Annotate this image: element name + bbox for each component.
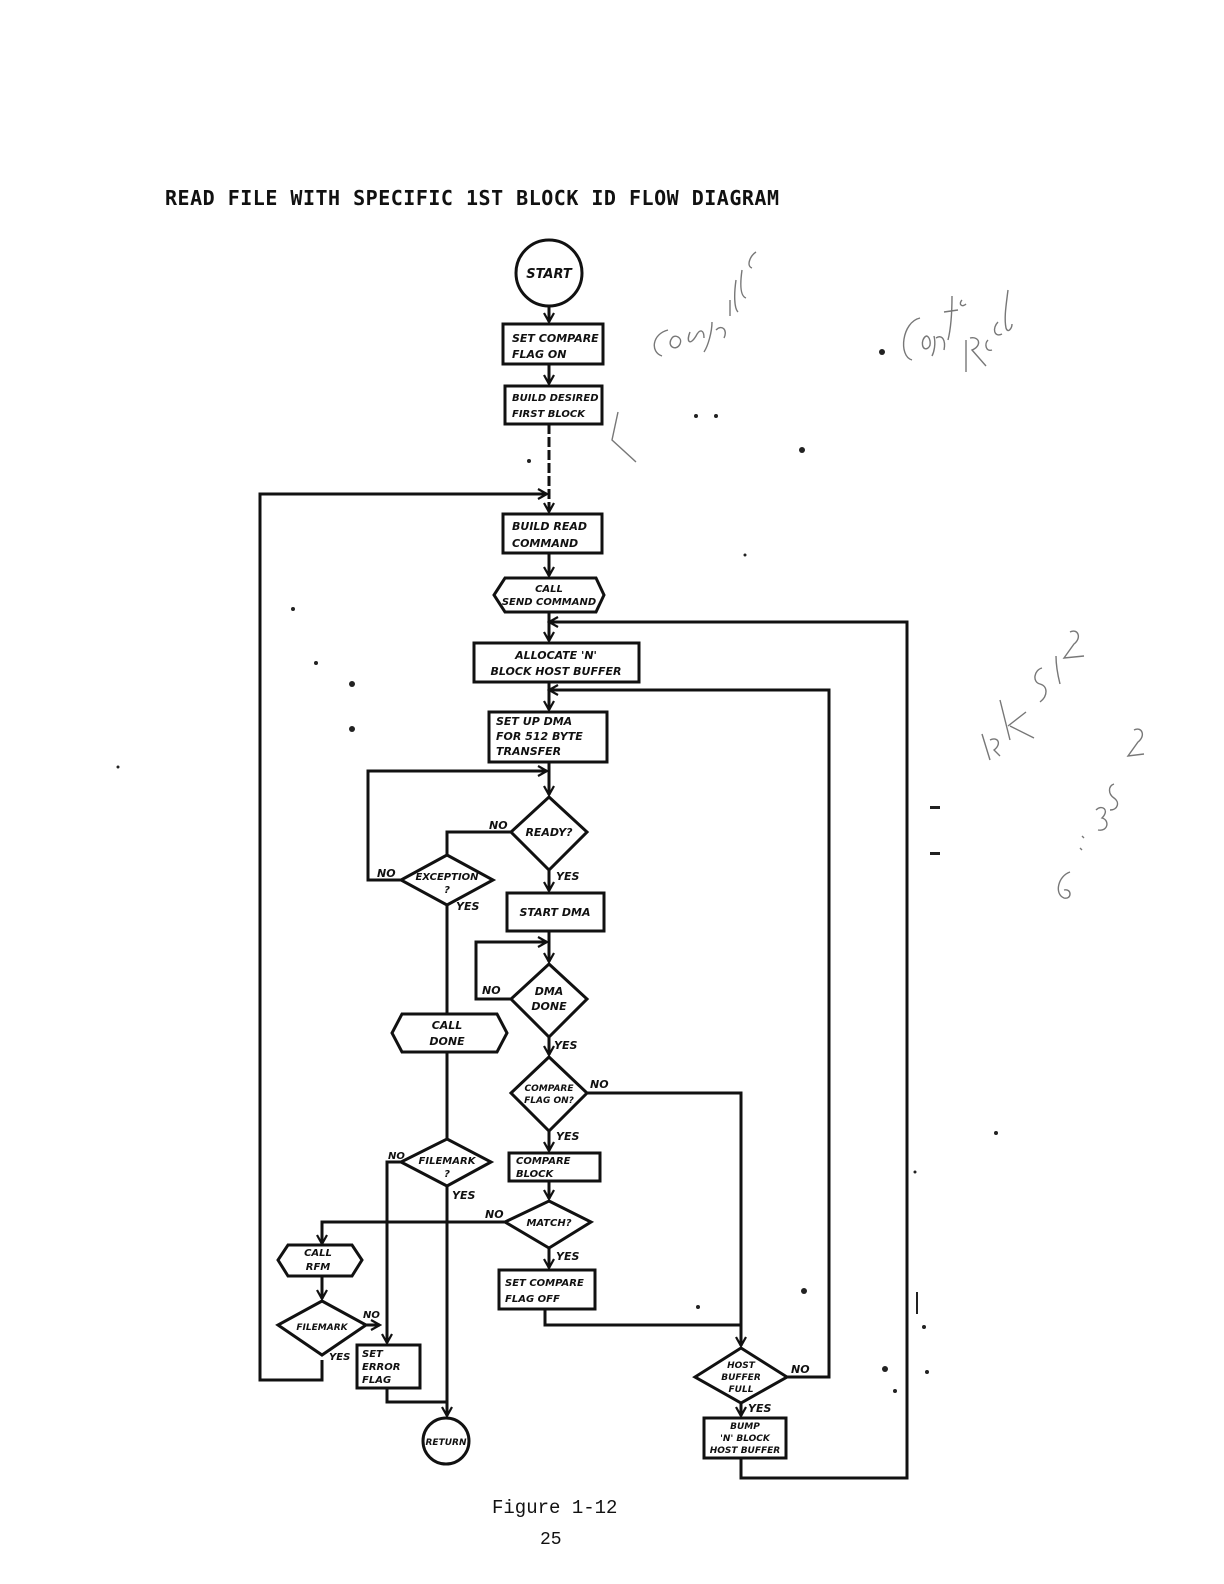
label-no: NO xyxy=(482,984,501,997)
node-return: RETURN xyxy=(421,1416,471,1466)
handwritten-note-blk-512 xyxy=(981,630,1085,761)
node-label-line: FIRST BLOCK xyxy=(512,409,586,420)
connectors xyxy=(258,306,909,1480)
node-label-line: CALL xyxy=(535,584,563,595)
node-start-dma-label: START DMA xyxy=(520,906,591,919)
node-ready-label: READY? xyxy=(525,826,573,839)
node-start: START xyxy=(514,238,584,308)
node-label-line: ? xyxy=(444,1169,450,1180)
node-compare-block: COMPARE BLOCK xyxy=(507,1151,602,1183)
node-label-line: SET COMPARE xyxy=(512,332,599,345)
node-set-up-dma: SET UP DMA FOR 512 BYTE TRANSFER xyxy=(487,710,609,764)
node-label-line: BLOCK xyxy=(516,1169,554,1180)
node-label-line: FLAG xyxy=(362,1375,391,1386)
node-label-line: DONE xyxy=(531,1000,567,1013)
node-filemark-decision-2: FILEMARK xyxy=(275,1299,369,1357)
node-label-line: ERROR xyxy=(362,1362,400,1373)
label-no: NO xyxy=(489,819,508,832)
page-title: READ FILE WITH SPECIFIC 1ST BLOCK ID FLO… xyxy=(165,186,780,210)
node-label-line: HOST BUFFER xyxy=(710,1446,781,1456)
node-label-line: FULL xyxy=(729,1385,754,1395)
node-label-line: FLAG OFF xyxy=(505,1294,560,1305)
handwritten-note-cant-read xyxy=(902,289,1013,372)
node-bump-host-buffer: BUMP 'N' BLOCK HOST BUFFER xyxy=(702,1416,788,1460)
label-yes: YES xyxy=(554,1039,577,1052)
node-set-compare-flag-off: SET COMPARE FLAG OFF xyxy=(497,1268,597,1311)
node-label-line: COMPARE xyxy=(516,1156,571,1167)
node-return-label: RETURN xyxy=(426,1438,467,1448)
node-set-compare-flag-on: SET COMPARE FLAG ON xyxy=(501,322,605,366)
node-set-error-flag: SET ERROR FLAG xyxy=(355,1343,422,1390)
handwritten-note-compare xyxy=(611,251,757,463)
node-filemark-2-label: FILEMARK xyxy=(296,1323,348,1333)
node-ready-decision: READY? xyxy=(508,794,590,873)
node-label-line: ALLOCATE 'N' xyxy=(514,649,597,662)
node-call-done: CALL DONE xyxy=(390,1012,509,1054)
label-yes: YES xyxy=(456,900,479,913)
node-label-line: BUILD DESIRED xyxy=(512,393,599,404)
node-start-label: START xyxy=(526,267,573,282)
node-label-line: DMA xyxy=(535,985,564,998)
label-yes: YES xyxy=(556,870,579,883)
node-label-line: SET UP DMA xyxy=(496,715,572,728)
node-label-line: SEND COMMAND xyxy=(502,597,596,608)
label-no: NO xyxy=(485,1208,504,1221)
node-call-rfm: CALL RFM xyxy=(276,1243,364,1278)
node-label-line: FLAG ON xyxy=(512,348,566,361)
node-label-line: BUFFER xyxy=(721,1373,761,1383)
label-no: NO xyxy=(388,1151,405,1162)
node-filemark-decision-1: FILEMARK ? xyxy=(397,1137,495,1188)
label-yes: YES xyxy=(329,1352,350,1363)
node-label-line: ? xyxy=(444,885,450,896)
label-no: NO xyxy=(363,1310,380,1321)
node-match-decision: MATCH? xyxy=(501,1199,595,1250)
node-label-line: COMPARE xyxy=(524,1084,574,1094)
node-label-line: BUILD READ xyxy=(512,520,587,533)
figure-caption: Figure 1-12 xyxy=(492,1497,618,1519)
node-allocate-host-buffer: ALLOCATE 'N' BLOCK HOST BUFFER xyxy=(472,641,641,684)
node-label-line: FLAG ON? xyxy=(524,1096,574,1106)
label-no: NO xyxy=(791,1363,810,1376)
node-label-line: SET COMPARE xyxy=(505,1278,584,1289)
scan-specks xyxy=(116,349,998,1393)
node-compare-flag-on-decision: COMPARE FLAG ON? xyxy=(508,1054,590,1134)
node-label-line: 'N' BLOCK xyxy=(720,1434,771,1444)
label-no: NO xyxy=(590,1078,609,1091)
label-yes: YES xyxy=(556,1250,579,1263)
handwritten-note-time xyxy=(1057,728,1145,899)
node-host-buffer-full-decision: HOST BUFFER FULL xyxy=(692,1346,790,1405)
node-build-read-command: BUILD READ COMMAND xyxy=(501,512,604,555)
node-match-label: MATCH? xyxy=(526,1218,571,1229)
node-label-line: CALL xyxy=(432,1019,463,1032)
node-label-line: FILEMARK xyxy=(419,1156,477,1167)
node-label-line: BUMP xyxy=(730,1422,760,1432)
node-label-line: COMMAND xyxy=(512,537,578,550)
label-yes: YES xyxy=(748,1402,771,1415)
node-label-line: CALL xyxy=(304,1248,332,1259)
node-label-line: SET xyxy=(362,1349,384,1360)
node-dma-done-decision: DMA DONE xyxy=(508,961,590,1040)
node-start-dma: START DMA xyxy=(505,891,606,933)
node-label-line: DONE xyxy=(429,1035,465,1048)
node-build-desired-first-block: BUILD DESIRED FIRST BLOCK xyxy=(503,384,604,426)
node-call-send-command: CALL SEND COMMAND xyxy=(492,576,606,614)
node-label-line: RFM xyxy=(306,1262,331,1273)
node-label-line: TRANSFER xyxy=(496,745,561,758)
node-label-line: HOST xyxy=(727,1361,756,1371)
node-label-line: BLOCK HOST BUFFER xyxy=(491,665,622,678)
node-label-line: FOR 512 BYTE xyxy=(496,730,583,743)
page-number: 25 xyxy=(540,1530,562,1544)
label-no: NO xyxy=(377,867,396,880)
node-exception-decision: EXCEPTION ? xyxy=(397,853,497,907)
label-yes: YES xyxy=(556,1130,579,1143)
label-yes: YES xyxy=(452,1189,475,1202)
branch-labels: NO YES NO YES NO YES NO YES NO YES NO YE… xyxy=(329,819,810,1415)
node-label-line: EXCEPTION xyxy=(415,872,479,883)
